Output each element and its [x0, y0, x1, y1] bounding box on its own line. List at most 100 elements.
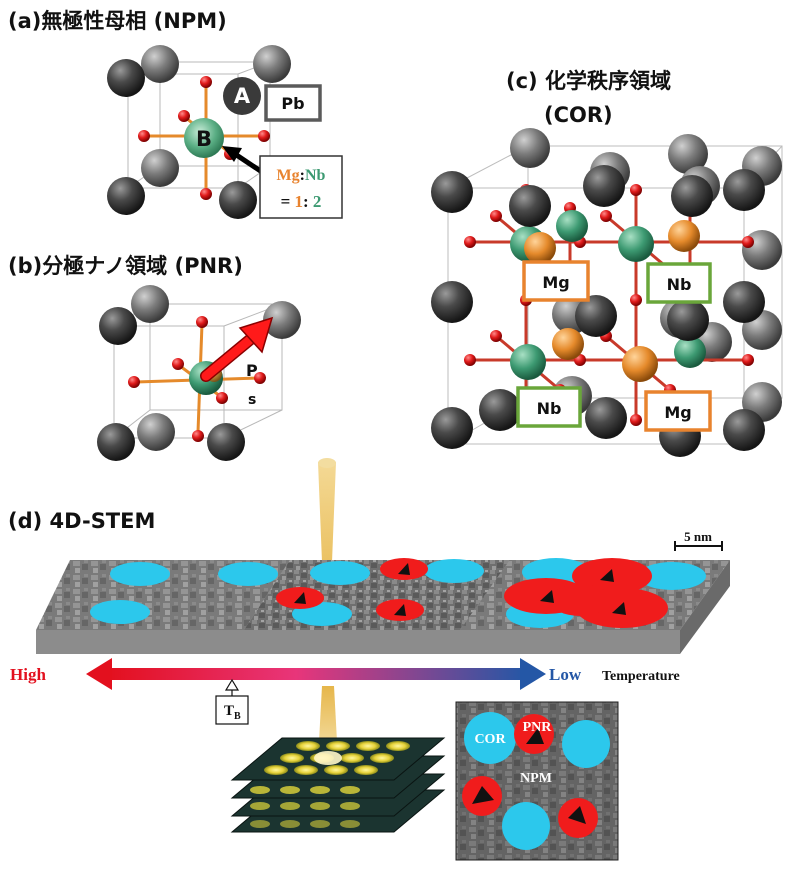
pb-label: Pb [281, 94, 304, 113]
pb-atom [510, 128, 550, 168]
polarization-arrow [472, 786, 494, 804]
polarization-arrow [526, 728, 544, 744]
nb-label-box [516, 386, 582, 428]
mg-label-box [644, 390, 712, 432]
pb-atom [431, 171, 473, 213]
pb-atom [431, 281, 473, 323]
oxygen-atom [192, 430, 204, 442]
polarization-arrow [398, 563, 410, 575]
tb-marker [215, 678, 249, 725]
panel-c-structure: Mg Nb Nb Mg [431, 128, 783, 457]
pb-atom [137, 413, 175, 451]
nb-label: Nb [667, 275, 692, 294]
pnr-domain [550, 584, 610, 616]
panel-b-structure: P s [97, 285, 301, 461]
panel-a-structure: A B Pb Mg:Nb = 1: 2 [107, 45, 343, 219]
oxygen-atom [200, 188, 212, 200]
polarization-arrow [200, 316, 274, 382]
oxygen-atom [464, 354, 476, 366]
ratio-line-1: Mg:Nb [277, 167, 326, 184]
polarization-arrow [612, 602, 626, 615]
pb-atom [723, 409, 765, 451]
ratio-box [259, 155, 343, 219]
inset-pnr-label: PNR [523, 720, 553, 735]
inset-npm-label: NPM [520, 771, 552, 786]
pb-atom [107, 59, 145, 97]
pb-atom [671, 175, 713, 217]
pb-atom [479, 389, 521, 431]
mg-atom [552, 328, 584, 360]
pb-atom [207, 423, 245, 461]
pb-atom [107, 177, 145, 215]
polarization-arrow [600, 569, 614, 582]
cor-domain [464, 712, 516, 764]
pb-atom [131, 285, 169, 323]
panel-a-title: (a)無極性母相 (NPM) [8, 9, 227, 33]
pb-atom [141, 45, 179, 83]
oxygen-atom [172, 358, 184, 370]
nb-atom [618, 226, 654, 262]
direct-beam-spot [314, 751, 342, 765]
nb-label: Nb [537, 399, 562, 418]
oxygen-atom [630, 184, 642, 196]
oxygen-atom [630, 294, 642, 306]
site-b-atom [184, 118, 224, 158]
panel-c-title-line1: (c) 化学秩序領域 [506, 69, 671, 93]
low-label: Low [549, 665, 582, 684]
temperature-arrow [86, 658, 546, 690]
pb-atom [141, 149, 179, 187]
ps-label-p: P [246, 361, 258, 380]
cor-domain [218, 562, 278, 586]
polarization-arrow [568, 806, 586, 824]
oxygen-atom [742, 236, 754, 248]
tb-label: TB [224, 703, 241, 722]
pb-atom [668, 134, 708, 174]
pb-atom [723, 169, 765, 211]
cor-domain [110, 562, 170, 586]
pb-atom [99, 307, 137, 345]
panel-b-title: (b)分極ナノ領域 (PNR) [8, 254, 243, 278]
cor-domain [562, 720, 610, 768]
pb-atom [585, 397, 627, 439]
inset-cor-label: COR [474, 732, 506, 747]
domain-map-inset [455, 701, 619, 861]
mg-label: Mg [664, 403, 691, 422]
cor-domain [638, 562, 706, 590]
high-label: High [10, 665, 46, 684]
oxygen-atom [196, 316, 208, 328]
pb-atom [431, 407, 473, 449]
nb-atom [556, 210, 588, 242]
mg-label: Mg [542, 273, 569, 292]
site-b-letter: B [196, 127, 212, 151]
cor-domain [90, 600, 150, 624]
temperature-label: Temperature [602, 669, 680, 684]
sample-slab-low [460, 558, 730, 654]
polarization-arrow [294, 592, 306, 604]
oxygen-atom [254, 372, 266, 384]
site-a-letter: A [234, 84, 251, 108]
mg-atom [524, 232, 556, 264]
oxygen-atom [490, 210, 502, 222]
nb-label-box [646, 262, 712, 304]
pb-atom [97, 423, 135, 461]
oxygen-atom [216, 392, 228, 404]
cor-domain [502, 802, 550, 850]
oxygen-atom [490, 330, 502, 342]
ratio-line-2: = 1: 2 [281, 192, 322, 211]
scale-bar-label: 5 nm [684, 529, 712, 544]
polarization-arrow [540, 590, 554, 603]
cor-domain [424, 559, 484, 583]
oxygen-atom [258, 130, 270, 142]
polarization-arrow [394, 604, 406, 616]
cor-domain [310, 561, 370, 585]
pb-atom [219, 181, 257, 219]
oxygen-atom [464, 236, 476, 248]
pb-label-box [264, 84, 322, 122]
oxygen-atom [742, 354, 754, 366]
oxygen-atom [630, 414, 642, 426]
oxygen-atom [600, 210, 612, 222]
panel-c-title-line2: (COR) [544, 103, 613, 127]
mg-atom [622, 346, 658, 382]
pb-atom [263, 301, 301, 339]
